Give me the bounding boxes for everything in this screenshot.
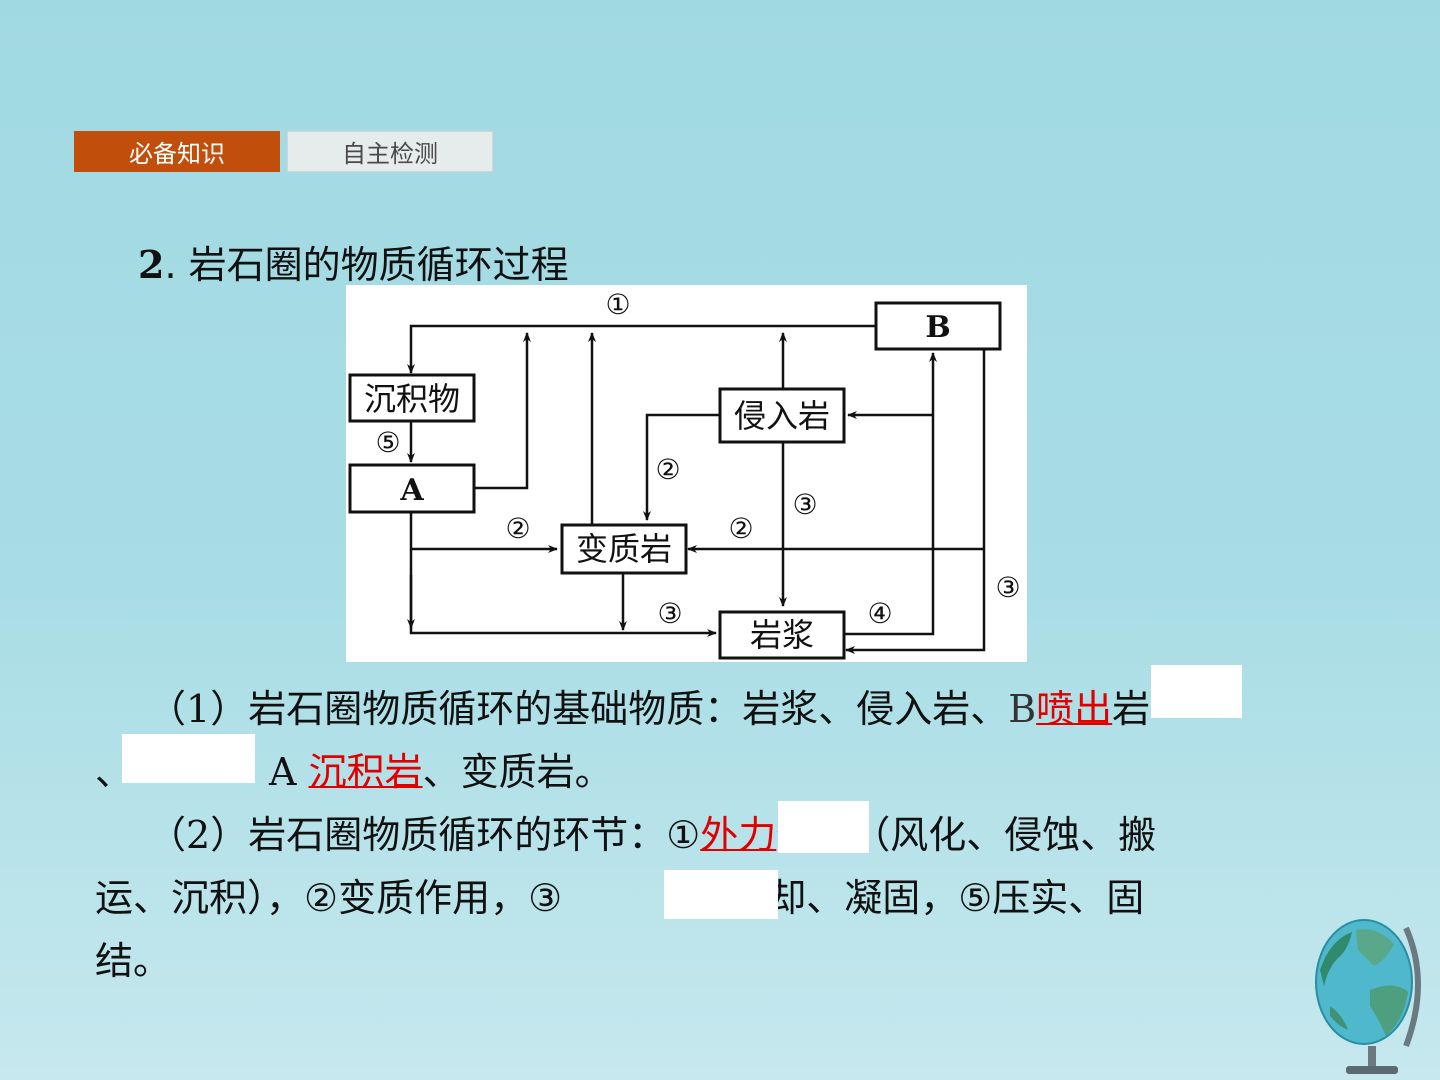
line-1-tail: 岩	[1112, 687, 1151, 731]
section-title: . 岩石圈的物质循环过程	[164, 243, 569, 287]
item-number-2: 2	[186, 813, 211, 857]
answer-sedimentary: 沉积岩	[308, 750, 423, 794]
answer-cover-2[interactable]	[122, 734, 255, 783]
box-intrusive	[718, 387, 846, 444]
text-line-1: （1）岩石圈物质循环的基础物质：岩浆、侵入岩、B喷出岩	[148, 678, 1150, 740]
box-b	[874, 301, 1002, 351]
answer-external-force: 外力	[700, 813, 777, 857]
hidden-letter-b: B	[1008, 687, 1037, 731]
tab-self-check[interactable]: 自主检测	[287, 131, 493, 172]
paren-open-2: （	[148, 813, 187, 857]
line-3-body: ）岩石圈物质循环的环节：①	[210, 813, 701, 857]
section-heading: 2. 岩石圈的物质循环过程	[138, 238, 569, 292]
text-line-3: （2）岩石圈物质循环的环节：①外力作用（风化、侵蚀、搬	[148, 804, 1156, 866]
answer-cover-1[interactable]	[1151, 665, 1242, 718]
label-5: ⑤	[375, 426, 400, 459]
label-4: ④	[867, 597, 892, 630]
box-metamorphic-label: 变质岩	[576, 530, 672, 568]
line-1-body: ）岩石圈物质循环的基础物质：岩浆、侵入岩、	[210, 687, 1009, 731]
arrow-intrusive-to-metamorphic	[643, 413, 720, 521]
line-5: 结。	[95, 939, 172, 983]
arrow-b-to-magma	[845, 349, 986, 654]
box-magma	[718, 610, 846, 660]
section-number: 2	[138, 242, 165, 287]
letter-a: A	[269, 750, 297, 794]
label-1: ①	[605, 288, 630, 321]
arrow-a-to-top	[474, 332, 531, 490]
box-magma-label: 岩浆	[750, 616, 814, 654]
answer-extrusive: 喷出	[1036, 687, 1113, 731]
line-2-tail: 、变质岩。	[422, 750, 613, 794]
box-sediment-label: 沉积物	[364, 380, 460, 418]
tab-essential-knowledge[interactable]: 必备知识	[74, 131, 280, 172]
label-2-left: ②	[505, 512, 530, 545]
box-metamorphic	[560, 523, 688, 575]
box-a	[348, 463, 476, 514]
arrow-a-to-magma	[409, 512, 717, 637]
globe-icon	[1315, 919, 1421, 1074]
rock-cycle-diagram: B 沉积物 侵入岩 A 变质岩 岩浆 ① ⑤ ② ② ② ③ ③ ③ ④	[346, 285, 1027, 662]
label-2-right: ②	[728, 512, 753, 545]
label-3-intrusive: ③	[792, 488, 817, 521]
box-intrusive-label: 侵入岩	[734, 397, 830, 435]
arrow-b-to-sediment	[407, 324, 876, 374]
arrow-magma-to-b	[844, 352, 937, 636]
answer-cover-4[interactable]	[664, 870, 778, 919]
line-4-start: 运、沉积），②变质作用，③	[95, 876, 563, 920]
paren-open-1: （	[148, 687, 187, 731]
answer-cover-3[interactable]	[778, 801, 869, 853]
box-sediment	[348, 373, 476, 423]
item-number-1: 1	[186, 687, 211, 731]
label-2-middle: ②	[655, 453, 680, 486]
text-line-2: 、A 沉积岩、变质岩。	[95, 741, 613, 803]
label-3-metamorphic: ③	[657, 597, 682, 630]
text-line-5: 结。	[95, 930, 171, 992]
label-3-right: ③	[995, 571, 1020, 604]
box-a-label: A	[399, 473, 424, 508]
box-b-label: B	[925, 310, 950, 345]
tab-essential-knowledge-label: 必备知识	[129, 140, 225, 168]
tab-self-check-label: 自主检测	[342, 140, 438, 168]
